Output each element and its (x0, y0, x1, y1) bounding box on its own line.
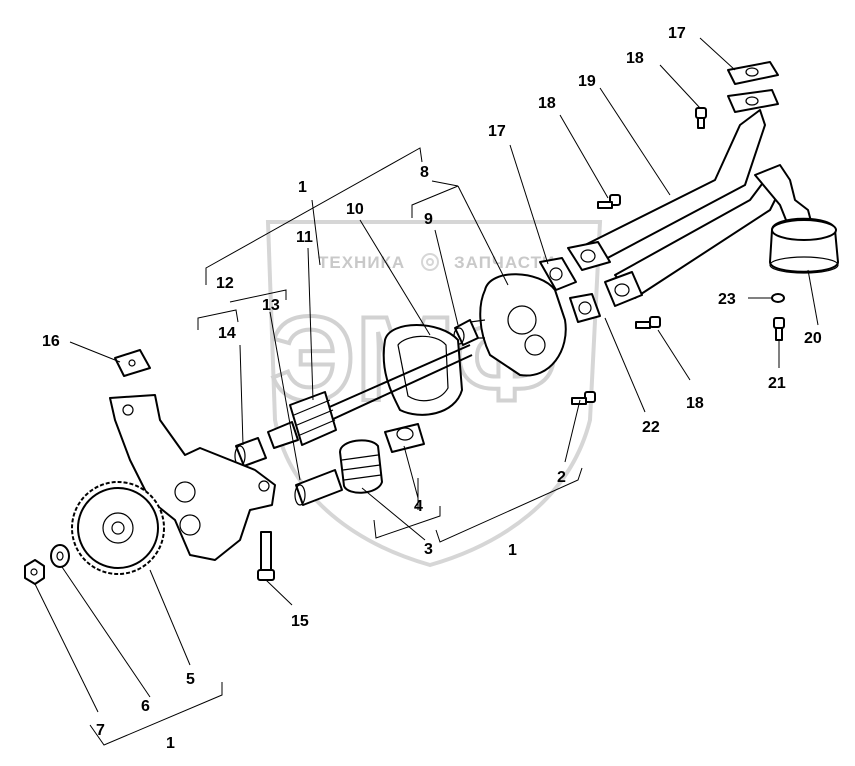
bolt-top (695, 107, 707, 129)
callout-1-top: 1 (298, 179, 307, 196)
callout-4: 4 (414, 498, 423, 515)
bushing-14 (234, 437, 267, 467)
watermark-left-text: ТЕХНИКА (318, 253, 405, 272)
callout-6: 6 (141, 698, 150, 715)
bolt-15 (257, 531, 275, 581)
top-flange-gasket (727, 61, 779, 85)
pump-gasket (382, 324, 463, 416)
pump-cover (467, 273, 567, 377)
oil-strainer (769, 217, 839, 274)
pipe-flange-mid (567, 241, 611, 271)
gasket-22 (569, 293, 601, 323)
callout-1-bottom-left: 1 (166, 735, 175, 752)
callout-7: 7 (96, 722, 105, 739)
bushing-driven (384, 423, 425, 453)
callout-18-top: 18 (626, 50, 644, 67)
nut (24, 559, 45, 585)
leader-lines (34, 37, 819, 746)
watermark-right-text: ЗАПЧАСТИ (454, 253, 555, 272)
callout-17-top: 17 (668, 25, 686, 42)
callout-labels: 1 1 1 2 3 4 5 6 7 8 9 10 11 12 13 14 15 … (42, 25, 822, 752)
callout-2: 2 (557, 469, 566, 486)
callout-23: 23 (718, 291, 736, 308)
callout-21: 21 (768, 375, 786, 392)
callout-5: 5 (186, 671, 195, 688)
callout-8: 8 (420, 164, 429, 181)
callout-13: 13 (262, 297, 280, 314)
callout-18-right: 18 (686, 395, 704, 412)
gasket-17-mid (539, 257, 577, 291)
callout-1-bottom-right: 1 (508, 542, 517, 559)
top-flange (727, 89, 779, 113)
driven-gear (339, 439, 383, 494)
pipe-flange-lower (604, 271, 643, 307)
callout-16: 16 (42, 333, 60, 350)
callout-14: 14 (218, 325, 236, 342)
bolt-right (635, 316, 661, 329)
callout-18-mid: 18 (538, 95, 556, 112)
washer (50, 544, 70, 568)
callout-15: 15 (291, 613, 309, 630)
callout-11: 11 (296, 229, 313, 246)
callout-20: 20 (804, 330, 822, 347)
callout-12: 12 (216, 275, 234, 292)
bolt-21 (773, 317, 785, 341)
shaft-13 (294, 469, 343, 506)
callout-9: 9 (424, 211, 433, 228)
bolt-2 (571, 391, 596, 405)
drive-gear-5 (71, 481, 165, 575)
callout-3: 3 (424, 541, 433, 558)
callout-19: 19 (578, 73, 596, 90)
pump-body (109, 394, 276, 561)
mounting-plate (114, 349, 151, 377)
oil-pickup-pipe (584, 109, 813, 299)
callout-17-mid: 17 (488, 123, 506, 140)
bolt-mid (597, 194, 621, 209)
gear-icon (421, 253, 439, 271)
callout-22: 22 (642, 419, 660, 436)
callout-10: 10 (346, 201, 364, 218)
washer-23 (771, 293, 785, 303)
